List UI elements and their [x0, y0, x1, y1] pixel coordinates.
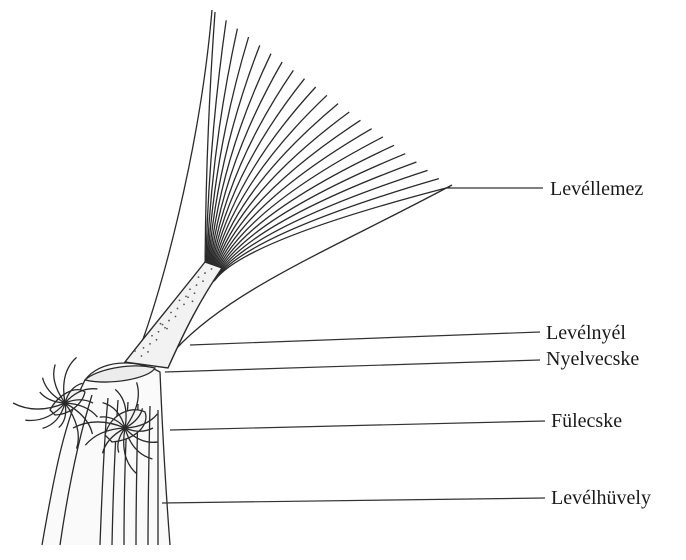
leader-sheath: [162, 498, 545, 503]
leader-petiole: [190, 332, 540, 345]
petiole-dot: [185, 295, 187, 297]
petiole-drawing: [125, 262, 222, 368]
leaf-vein: [215, 179, 439, 281]
leaf-vein: [213, 154, 405, 282]
petiole-dot: [141, 355, 143, 357]
petiole-dot: [187, 296, 189, 298]
leaf-vein: [214, 162, 417, 281]
petiole-dot: [196, 284, 198, 286]
label-ligule: Nyelvecske: [546, 349, 639, 369]
petiole-dot: [211, 268, 213, 270]
petiole-dot: [166, 328, 168, 330]
petiole-dot: [156, 339, 158, 341]
petiole-dot: [204, 272, 206, 274]
leader-auricle: [170, 421, 545, 430]
petiole-dot: [198, 276, 200, 278]
petiole-dot: [158, 331, 160, 333]
petiole-dot: [170, 312, 172, 314]
label-auricle: Fülecske: [551, 411, 622, 431]
petiole-dot: [143, 347, 145, 349]
petiole-dot: [147, 351, 149, 353]
petiole-dot: [194, 292, 196, 294]
petiole-dot: [189, 288, 191, 290]
petiole-dot: [192, 300, 194, 302]
leaf-vein: [214, 170, 428, 281]
petiole-dot: [202, 280, 204, 282]
leader-ligule: [165, 360, 540, 372]
petiole-dot: [164, 327, 166, 329]
petiole-dot: [177, 308, 179, 310]
petiole-dot: [175, 316, 177, 318]
petiole-dot: [162, 324, 164, 326]
petiole-dot: [183, 304, 185, 306]
label-leaf-blade: Levéllemez: [550, 179, 643, 199]
petiole-dot: [160, 323, 162, 325]
petiole-dot: [149, 343, 151, 345]
petiole-dot: [134, 350, 136, 352]
leaf-vein: [215, 187, 450, 280]
petiole-dot: [168, 320, 170, 322]
petiole-dot: [179, 299, 181, 301]
label-petiole: Levélnyél: [546, 323, 626, 343]
label-sheath: Levélhüvely: [551, 488, 651, 508]
sheath-drawing: [42, 363, 170, 545]
petiole-dot: [151, 335, 153, 337]
